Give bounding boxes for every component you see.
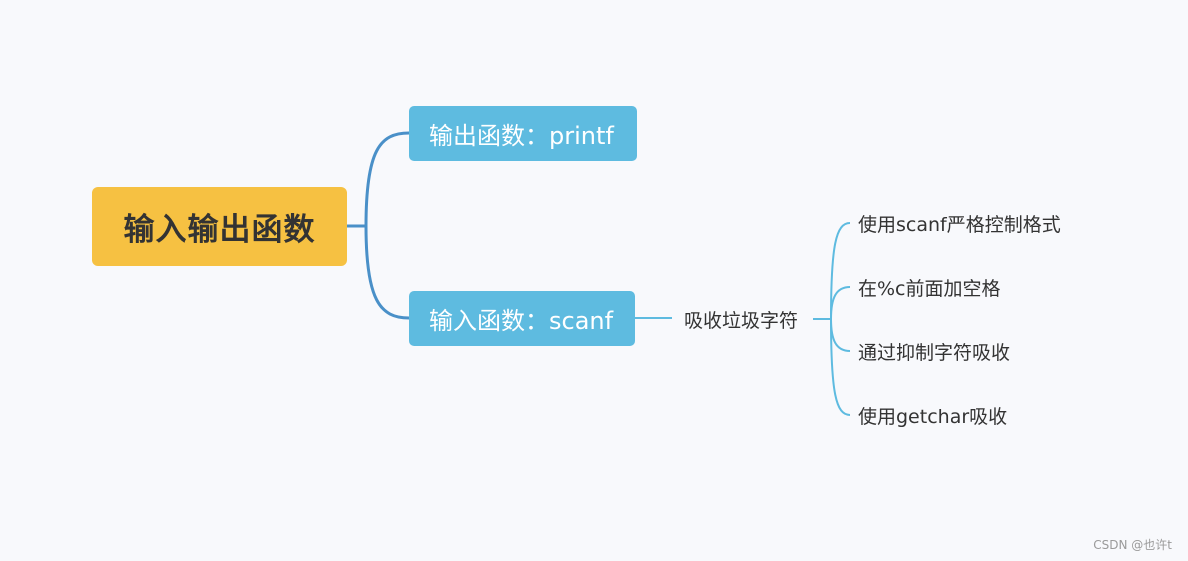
connector-root-to-scanf: [364, 225, 410, 320]
branch-label-printf: 输出函数：printf: [429, 122, 614, 150]
leaf-label-4: 使用getchar吸收: [858, 405, 1008, 428]
leaf-node-4[interactable]: 使用getchar吸收: [858, 401, 1007, 429]
connector-sub-to-leaf-2: [830, 286, 851, 320]
sub-node-absorb-garbage[interactable]: 吸收垃圾字符: [684, 305, 798, 333]
root-node[interactable]: 输入输出函数: [92, 187, 347, 266]
leaf-label-2: 在%c前面加空格: [858, 277, 1001, 300]
connector-sub-to-leaf-1: [830, 222, 851, 320]
leaf-node-3[interactable]: 通过抑制字符吸收: [858, 337, 1010, 365]
leaf-label-1: 使用scanf严格控制格式: [858, 213, 1061, 236]
leaf-label-3: 通过抑制字符吸收: [858, 341, 1011, 364]
watermark-text: CSDN @也许t: [1093, 538, 1172, 552]
connector-root-to-printf: [364, 131, 410, 227]
connector-sub-to-leaf-4: [830, 318, 851, 416]
branch-node-printf[interactable]: 输出函数：printf: [409, 106, 637, 161]
branch-node-scanf[interactable]: 输入函数：scanf: [409, 291, 635, 346]
sub-node-label: 吸收垃圾字符: [684, 309, 799, 332]
connector-sub-to-leaf-3: [830, 318, 851, 352]
leaf-node-2[interactable]: 在%c前面加空格: [858, 273, 1001, 301]
root-label: 输入输出函数: [123, 212, 316, 248]
leaf-node-1[interactable]: 使用scanf严格控制格式: [858, 209, 1061, 237]
branch-label-scanf: 输入函数：scanf: [429, 307, 614, 335]
